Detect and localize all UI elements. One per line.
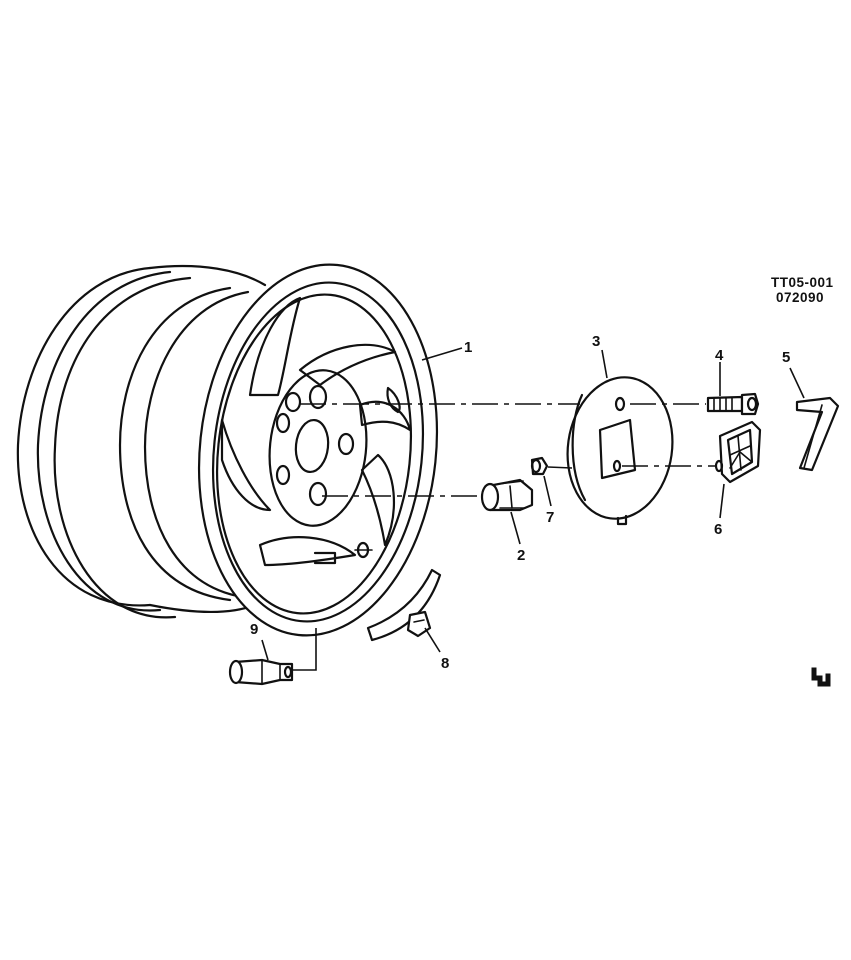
callout-5: 5 [782,349,790,366]
cap-bolt [706,392,760,416]
emblem [714,420,762,484]
callout-6: 6 [714,521,722,538]
figure-reference: TT05-001 072090 [771,275,834,305]
callout-labels: 1 2 3 4 5 6 7 8 9 [250,333,790,672]
callout-9: 9 [250,621,258,638]
callout-7: 7 [546,509,554,526]
callout-3: 3 [592,333,600,350]
callout-1: 1 [464,339,472,356]
balance-weight [366,568,442,642]
figure-id: TT05-001 [771,275,834,290]
valve-stem [228,658,294,686]
lug-nut [480,478,534,512]
leader-lines [261,347,805,671]
wheel [16,263,439,637]
assembly-centerlines [300,403,716,497]
cap-nut [530,456,549,476]
hex-key [795,396,840,472]
callout-2: 2 [517,547,525,564]
logo-mark-icon [811,667,831,687]
figure-date: 072090 [776,290,824,305]
callout-4: 4 [715,347,724,364]
callout-8: 8 [441,655,449,672]
center-cap [566,376,674,526]
